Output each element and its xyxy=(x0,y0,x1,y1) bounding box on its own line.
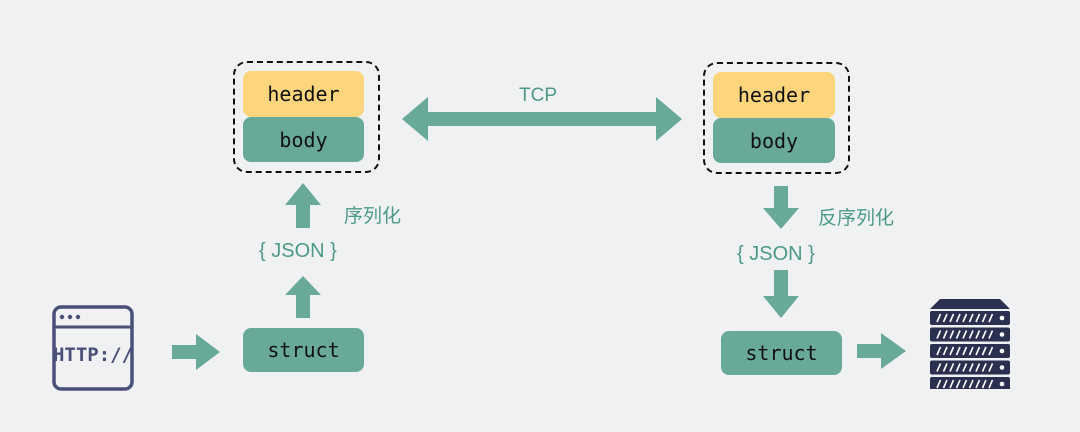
server-vent-slash xyxy=(936,313,942,323)
server-unit xyxy=(930,360,1010,375)
server-vent-slash xyxy=(955,379,961,389)
left-header-label: header xyxy=(267,82,340,106)
server-vent-slash xyxy=(981,330,987,339)
right-body-label: body xyxy=(749,128,799,153)
server-vent-slash xyxy=(975,379,981,389)
server-vent-slash xyxy=(988,363,994,372)
server-vent-slash xyxy=(949,330,955,339)
server-vent-slash xyxy=(942,313,948,323)
server-vent-slash xyxy=(988,313,994,323)
server-vent-slash xyxy=(988,330,994,339)
browser-http-icon: HTTP:// xyxy=(52,305,134,391)
server-vent-slash xyxy=(942,346,948,356)
left-header-block: header xyxy=(243,71,364,117)
server-vent-slash xyxy=(936,346,942,356)
left-packet-frame xyxy=(233,61,380,173)
server-vent-slash xyxy=(942,330,948,339)
right-struct-label: struct xyxy=(745,341,818,365)
server-vent-slash xyxy=(988,379,994,389)
server-vent-slash xyxy=(975,330,981,339)
server-vent-slash xyxy=(962,346,968,356)
left-body-label: body xyxy=(279,127,328,152)
server-vent-slash xyxy=(975,346,981,356)
server-vent-slash xyxy=(955,313,961,323)
server-vent-slash xyxy=(955,346,961,356)
server-rack-icon xyxy=(930,299,1010,389)
arrow-down-json-to-struct xyxy=(763,270,799,318)
left-body-block: body xyxy=(243,117,364,162)
server-vent-slash xyxy=(942,363,948,372)
left-json-label: { JSON } xyxy=(259,240,337,262)
arrow-up-json-to-packet xyxy=(285,183,321,228)
right-struct-block: struct xyxy=(721,331,842,375)
right-packet-frame xyxy=(703,62,850,174)
left-struct-label: struct xyxy=(267,338,340,362)
server-vent-slash xyxy=(981,313,987,323)
arrow-right-struct-to-server xyxy=(857,333,906,369)
server-vent-slash xyxy=(968,379,974,389)
arrow-right-http-to-struct xyxy=(172,334,220,370)
server-vent-slash xyxy=(981,379,987,389)
server-vent-slash xyxy=(968,313,974,323)
server-vent-slash xyxy=(949,379,955,389)
server-vent-slash xyxy=(936,379,942,389)
server-led xyxy=(999,365,1005,370)
server-led xyxy=(999,315,1005,321)
right-header-block: header xyxy=(713,72,835,118)
right-json-label: { JSON } xyxy=(737,243,815,265)
server-vent-slash xyxy=(981,346,987,356)
tcp-double-arrow xyxy=(402,97,682,141)
server-vent-slash xyxy=(981,363,987,372)
right-body-block: body xyxy=(713,118,835,163)
serialize-label: 序列化 xyxy=(344,206,402,227)
tcp-label: TCP xyxy=(519,85,557,106)
server-vent-slash xyxy=(936,363,942,372)
server-vent-slash xyxy=(975,363,981,372)
server-vent-slash xyxy=(962,330,968,339)
server-vent-slash xyxy=(975,313,981,323)
right-header-label: header xyxy=(737,83,811,107)
server-vent-slash xyxy=(942,379,948,389)
left-struct-block: struct xyxy=(243,328,364,372)
server-vent-slash xyxy=(968,330,974,339)
server-vent-slash xyxy=(949,363,955,372)
server-vent-slash xyxy=(962,379,968,389)
server-unit xyxy=(930,311,1010,325)
server-vent-slash xyxy=(955,330,961,339)
server-vent-slash xyxy=(936,330,942,339)
server-led xyxy=(999,381,1005,387)
server-vent-slash xyxy=(949,313,955,323)
server-led xyxy=(999,348,1005,354)
server-unit xyxy=(930,327,1010,342)
server-vent-slash xyxy=(968,363,974,372)
arrow-up-struct-to-json xyxy=(285,276,321,318)
server-unit xyxy=(930,344,1010,358)
deserialize-label: 反序列化 xyxy=(818,208,895,229)
server-vent-slash xyxy=(968,346,974,356)
server-vent-slash xyxy=(955,363,961,372)
server-vent-slash xyxy=(962,363,968,372)
server-vent-slash xyxy=(962,313,968,323)
server-vent-slash xyxy=(988,346,994,356)
server-vent-slash xyxy=(949,346,955,356)
http-icon-text: HTTP:// xyxy=(53,344,133,366)
server-led xyxy=(999,332,1005,337)
arrow-down-packet-to-json xyxy=(763,186,799,229)
